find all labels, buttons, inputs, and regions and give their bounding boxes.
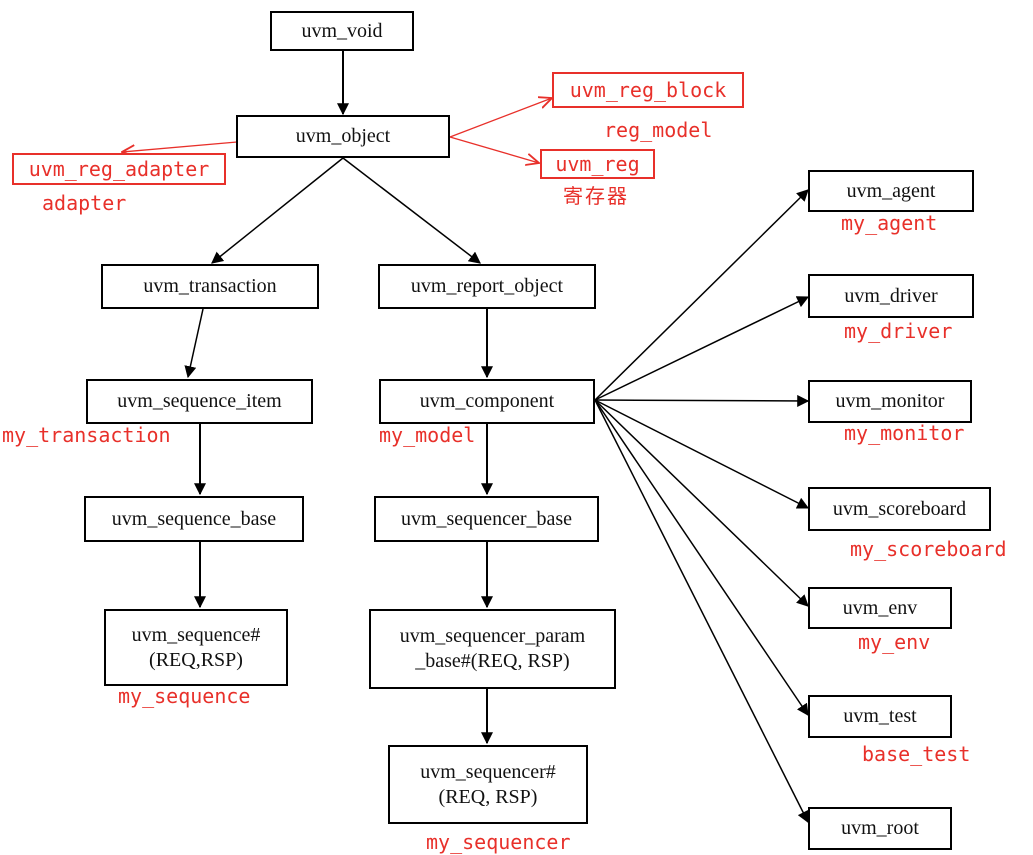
node-uvm-driver: uvm_driver bbox=[808, 274, 974, 318]
annotation-my-monitor: my_monitor bbox=[844, 421, 965, 445]
edge-transaction-sequence-item bbox=[184, 308, 204, 379]
annotation-my-transaction: my_transaction bbox=[2, 423, 171, 447]
edge-component-root bbox=[594, 399, 809, 824]
edge-object-reg-block bbox=[449, 98, 552, 138]
annotation-reg-model: reg_model bbox=[604, 118, 713, 142]
node-label: uvm_component bbox=[419, 390, 555, 412]
annotation-my-scoreboard: my_scoreboard bbox=[850, 537, 1007, 561]
node-label-line1: uvm_sequencer_param bbox=[399, 625, 586, 647]
edge-component-monitor bbox=[594, 394, 810, 407]
node-uvm-sequencer-param-base: uvm_sequencer_param _base#(REQ, RSP) bbox=[369, 609, 616, 689]
annotation-label: uvm_reg_adapter bbox=[28, 157, 210, 181]
annotation-box-uvm-reg-adapter: uvm_reg_adapter bbox=[12, 153, 226, 185]
node-label-line2: _base#(REQ, RSP) bbox=[415, 650, 570, 672]
node-label: uvm_sequencer_base bbox=[400, 507, 573, 530]
node-label: uvm_transaction bbox=[143, 275, 277, 297]
node-uvm-agent: uvm_agent bbox=[808, 170, 974, 212]
annotation-label: uvm_reg bbox=[555, 152, 640, 176]
edge-object-reg-adapter bbox=[122, 141, 238, 152]
annotation-my-sequencer: my_sequencer bbox=[426, 830, 571, 854]
edge-object-reg bbox=[449, 136, 539, 163]
node-label: uvm_driver bbox=[844, 284, 938, 307]
node-uvm-root: uvm_root bbox=[808, 807, 952, 850]
annotation-adapter: adapter bbox=[42, 191, 127, 215]
annotation-base-test: base_test bbox=[862, 742, 971, 766]
node-uvm-sequencer-base: uvm_sequencer_base bbox=[374, 496, 599, 542]
node-label: uvm_env bbox=[842, 596, 918, 619]
annotation-box-uvm-reg-block: uvm_reg_block bbox=[552, 72, 744, 108]
node-label: uvm_object bbox=[295, 125, 391, 147]
node-uvm-sequencer: uvm_sequencer# (REQ, RSP) bbox=[388, 745, 588, 824]
node-label-line2: (REQ, RSP) bbox=[438, 785, 538, 808]
node-label: uvm_test bbox=[843, 705, 917, 727]
edge-component-agent bbox=[594, 189, 809, 401]
edge-component-scoreboard bbox=[594, 399, 810, 509]
node-uvm-report-object: uvm_report_object bbox=[378, 264, 596, 309]
node-label: uvm_root bbox=[841, 817, 919, 839]
node-uvm-test: uvm_test bbox=[808, 695, 952, 738]
annotation-label: uvm_reg_block bbox=[569, 78, 727, 102]
annotation-my-driver: my_driver bbox=[844, 319, 953, 343]
node-label: uvm_sequence_item bbox=[117, 390, 282, 412]
annotation-my-model: my_model bbox=[379, 423, 476, 447]
annotation-my-env: my_env bbox=[858, 630, 931, 654]
edge-object-transaction bbox=[211, 157, 344, 264]
edge-component-driver bbox=[594, 296, 810, 401]
annotation-my-agent: my_agent bbox=[841, 211, 938, 235]
node-label-line1: uvm_sequence# bbox=[131, 623, 261, 646]
node-uvm-sequence-item: uvm_sequence_item bbox=[86, 379, 313, 424]
node-uvm-sequence: uvm_sequence# (REQ,RSP) bbox=[104, 609, 288, 686]
node-uvm-component: uvm_component bbox=[379, 379, 595, 424]
node-uvm-sequence-base: uvm_sequence_base bbox=[84, 496, 304, 542]
node-label: uvm_sequence_base bbox=[111, 507, 277, 530]
node-label: uvm_scoreboard bbox=[832, 497, 967, 520]
edge-component-test bbox=[594, 399, 809, 716]
node-label-line1: uvm_sequencer# bbox=[420, 760, 556, 783]
node-label: uvm_agent bbox=[846, 179, 936, 202]
annotation-box-uvm-reg: uvm_reg bbox=[540, 149, 655, 179]
node-label: uvm_monitor bbox=[835, 390, 945, 412]
edge-component-env bbox=[594, 399, 809, 607]
node-label: uvm_void bbox=[301, 19, 383, 42]
annotation-register-cn: 寄存器 bbox=[563, 184, 629, 208]
edge-object-report-object bbox=[342, 157, 481, 264]
node-uvm-scoreboard: uvm_scoreboard bbox=[808, 487, 991, 531]
node-uvm-object: uvm_object bbox=[236, 115, 450, 158]
node-label: uvm_report_object bbox=[410, 275, 564, 297]
node-label-line2: (REQ,RSP) bbox=[149, 648, 243, 671]
node-uvm-transaction: uvm_transaction bbox=[101, 264, 319, 309]
node-uvm-env: uvm_env bbox=[808, 587, 952, 629]
node-uvm-void: uvm_void bbox=[270, 11, 414, 51]
node-uvm-monitor: uvm_monitor bbox=[808, 380, 972, 423]
annotation-my-sequence: my_sequence bbox=[118, 684, 251, 708]
